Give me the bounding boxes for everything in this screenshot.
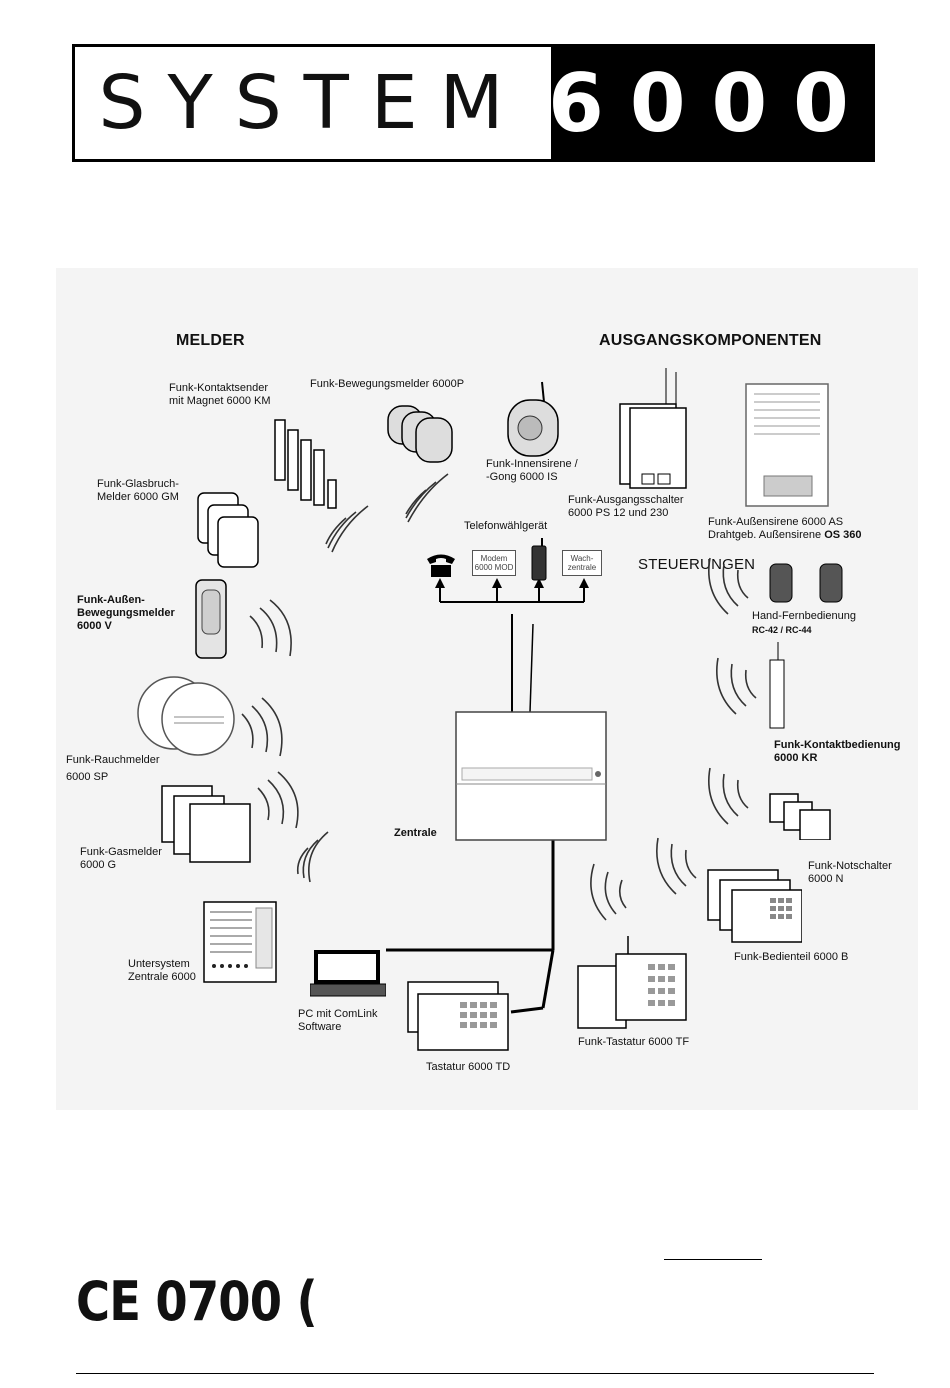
label-emergency-switch: Funk-Notschalter 6000 N xyxy=(808,860,892,885)
label-output-switch: Funk-Ausgangsschalter 6000 PS 12 und 230 xyxy=(568,494,684,519)
outdoor-motion-detector-icon xyxy=(195,579,227,659)
keypad-tf-icon xyxy=(577,936,687,1029)
label-contact-control: Funk-Kontaktbedienung 6000 KR xyxy=(774,739,901,764)
outdoor-siren-icon xyxy=(745,383,829,507)
label-smoke-detector: Funk-Rauchmelder 6000 SP xyxy=(66,754,160,783)
label-keypad-td: Tastatur 6000 TD xyxy=(426,1061,511,1073)
title-6000: 6000 xyxy=(548,47,872,159)
emergency-switch-icon xyxy=(769,793,831,840)
label-hand-remote: Hand-Fernbedienung xyxy=(752,610,856,622)
label-keypad-tf: Funk-Tastatur 6000 TF xyxy=(578,1036,690,1048)
telephone-icon xyxy=(427,554,455,577)
remote-control-icon xyxy=(769,563,843,603)
label-glass-break: Funk-Glasbruch- Melder 6000 GM xyxy=(97,478,179,503)
monitoring-center-box: Wach- zentrale xyxy=(562,550,602,576)
label-os360: OS 360 xyxy=(824,529,862,541)
contact-sensor-icon xyxy=(274,419,337,509)
label-subsystem: Untersystem Zentrale 6000 xyxy=(128,958,196,983)
heading-ausgangskomponenten: AUSGANGSKOMPONENTEN xyxy=(599,332,822,349)
label-wired-siren: Drahtgeb. Außensirene OS 360 xyxy=(708,529,862,541)
connection-lines xyxy=(386,578,589,1014)
heading-melder: MELDER xyxy=(176,332,245,349)
central-unit-icon xyxy=(455,711,607,841)
label-rc-models: RC-42 / RC-44 xyxy=(752,625,812,635)
title-system: SYSTEM xyxy=(98,60,526,146)
motion-detector-icon xyxy=(387,405,453,463)
modem-box: Modem 6000 MOD xyxy=(472,550,516,576)
keypad-td-icon xyxy=(407,981,509,1051)
radio-waves xyxy=(241,473,757,921)
indoor-siren-icon xyxy=(507,381,559,457)
system-diagram: MELDER AUSGANGSKOMPONENTEN STEUERUNGEN xyxy=(56,268,918,1110)
label-outdoor-siren: Funk-Außensirene 6000 AS xyxy=(708,516,844,528)
label-phone-dialer: Telefonwählgerät xyxy=(464,520,548,532)
label-outdoor-motion: Funk-Außen- Bewegungsmelder 6000 V xyxy=(77,594,175,632)
label-motion-detector: Funk-Bewegungsmelder 6000P xyxy=(310,378,465,390)
ce-mark: CE 0700 ( xyxy=(76,1270,318,1333)
laptop-icon xyxy=(310,950,386,997)
label-indoor-siren: Funk-Innensirene / -Gong 6000 IS xyxy=(486,458,578,483)
subsystem-panel-icon xyxy=(203,901,277,983)
heading-steuerungen: STEUERUNGEN xyxy=(638,556,756,573)
label-central-unit: Zentrale xyxy=(394,827,437,839)
label-pc: PC mit ComLink Software xyxy=(298,1008,378,1033)
wave-icon xyxy=(405,473,449,523)
footer-rule xyxy=(76,1373,874,1374)
output-switch-icon xyxy=(619,368,687,489)
mobile-phone-icon xyxy=(531,538,547,581)
title-banner: SYSTEM 6000 xyxy=(72,44,875,162)
label-contact-sender: Funk-Kontaktsender mit Magnet 6000 KM xyxy=(169,382,271,407)
label-control-panel: Funk-Bedienteil 6000 B xyxy=(734,951,849,963)
glass-break-sensor-icon xyxy=(197,492,259,568)
label-gas-detector: Funk-Gasmelder 6000 G xyxy=(80,846,162,871)
smoke-detector-icon xyxy=(137,676,235,756)
contact-control-icon xyxy=(769,642,785,729)
control-panel-icon xyxy=(707,869,802,943)
gas-detector-icon xyxy=(161,785,251,863)
ce-top-line xyxy=(664,1259,762,1260)
